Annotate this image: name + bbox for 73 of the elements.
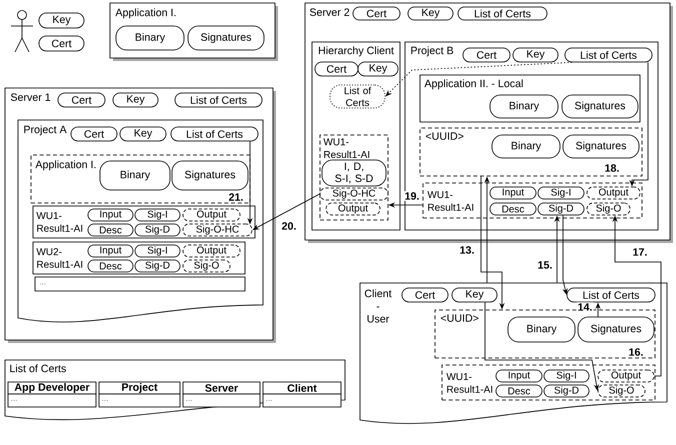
pill: Binary <box>100 160 170 190</box>
pill: List of Certs <box>170 126 258 142</box>
dashed-pill: Sig-O <box>598 384 646 398</box>
pill: Key <box>112 92 158 108</box>
pill: Cert <box>58 92 106 108</box>
pill: Input <box>496 370 542 382</box>
pill: Sig-D <box>134 260 180 272</box>
pill: Key <box>452 288 498 302</box>
edge-label: 13. <box>458 245 476 255</box>
edge-label: 17. <box>632 247 648 257</box>
step-number: 18. <box>605 164 619 172</box>
dashed-pill: Output <box>326 202 380 216</box>
pill: Cert <box>462 48 510 62</box>
pill: Key <box>358 62 398 76</box>
pill: Key <box>38 12 84 28</box>
pill: Sig-I <box>544 370 590 382</box>
pill: Sig-D <box>544 384 590 398</box>
ellipsis-row: ... <box>34 276 246 292</box>
pill: List of Certs <box>564 48 652 62</box>
pill: Desc <box>490 202 536 216</box>
pill: Cert <box>314 62 358 76</box>
pill: Signatures <box>578 316 654 342</box>
table-cell: ... <box>182 394 260 408</box>
pill: Cert <box>352 6 400 20</box>
pill: Key <box>512 48 558 62</box>
pill: Input <box>88 244 134 258</box>
edge-label: 19. <box>404 191 420 201</box>
pill: Sig-D <box>538 202 584 216</box>
table-header-cell: Project <box>98 382 180 394</box>
table-header-cell: Client <box>262 382 342 394</box>
table-cell: ... <box>262 394 342 408</box>
dashed-pill: Sig-O <box>182 260 230 272</box>
pill: Signatures <box>172 160 248 190</box>
pill: Key <box>408 6 454 20</box>
pill: Desc <box>88 260 134 272</box>
pill: Binary <box>490 94 558 118</box>
dashed-pill: Output <box>598 370 654 382</box>
pill: Sig-I <box>538 186 584 200</box>
pill: Sig-I <box>134 244 180 258</box>
edge-label: 15. <box>536 260 554 270</box>
pill: Key <box>120 126 166 142</box>
pill: Cert <box>402 288 448 302</box>
edge-label: 20. <box>280 221 298 231</box>
pill: I, D, S-I, S-D <box>322 160 386 186</box>
step-number: 16. <box>629 348 643 356</box>
dashed-pill: Output <box>182 244 240 258</box>
pill: List of Certs <box>458 6 548 20</box>
pill: Input <box>88 208 134 222</box>
edge-label: 21. <box>228 192 244 202</box>
pill: Binary <box>508 316 576 342</box>
dashed-pill: Sig-O-HC <box>320 188 388 200</box>
pill: Signatures <box>188 26 264 50</box>
table-cell: ... <box>98 394 180 408</box>
pill: Sig-D <box>134 224 180 236</box>
pill: Signatures <box>562 94 638 118</box>
pill: Input <box>490 186 536 200</box>
table-header-cell: Server <box>182 382 260 394</box>
dashed-pill: Sig-O-HC <box>182 224 252 236</box>
pill: Desc <box>496 384 542 398</box>
table-cell: ... <box>8 394 96 408</box>
pill: Desc <box>88 224 134 236</box>
pill: List of Certs <box>174 92 262 108</box>
dashed-pill: Output <box>586 186 640 200</box>
pill: Sig-I <box>134 208 180 222</box>
dashed-pill: Sig-O <box>586 202 630 216</box>
pill: Binary <box>492 134 560 158</box>
pill: Signatures <box>562 134 640 158</box>
table-header-cell: App Developer <box>8 382 96 394</box>
pill: Cert <box>38 36 84 52</box>
dashed-pill: Output <box>182 208 240 222</box>
pill: Cert <box>70 126 118 142</box>
pill: Binary <box>116 26 184 50</box>
dotted-pill: List of Certs <box>330 84 386 108</box>
